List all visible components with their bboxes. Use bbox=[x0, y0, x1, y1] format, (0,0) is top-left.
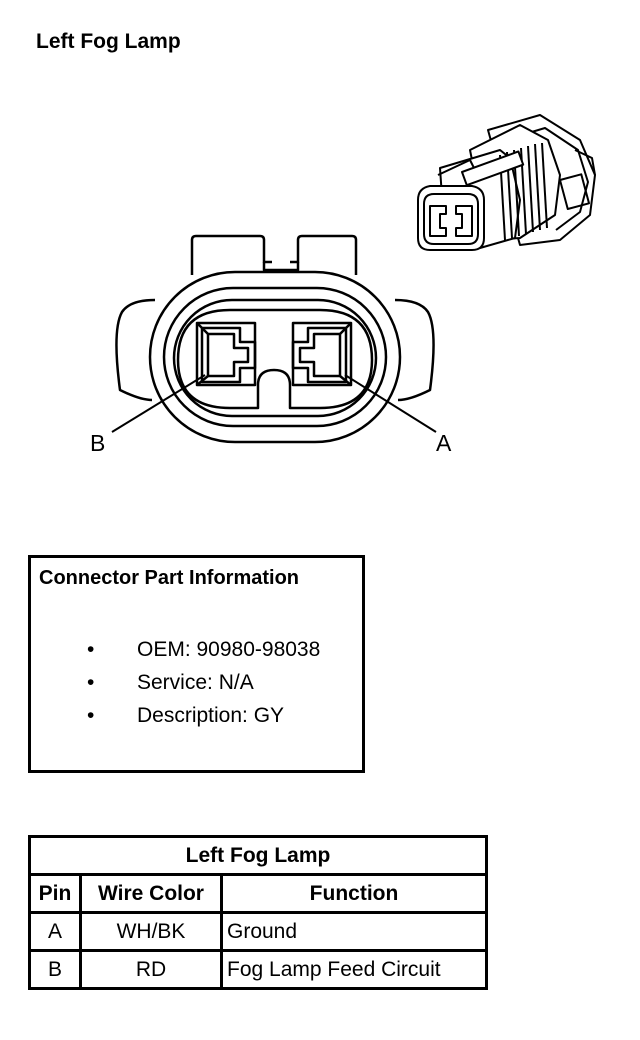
connector-cavity bbox=[176, 308, 374, 410]
cell-pin: B bbox=[28, 949, 82, 990]
pin-function-table: Left Fog Lamp Pin Wire Color Function A … bbox=[28, 835, 488, 990]
info-item-text: Service: N/A bbox=[137, 671, 254, 694]
latch-tab-left bbox=[190, 234, 272, 275]
table-caption-row: Left Fog Lamp bbox=[28, 835, 488, 876]
table-row: A WH/BK Ground bbox=[28, 911, 488, 952]
connector-info-heading: Connector Part Information bbox=[39, 567, 300, 589]
bullet-icon: • bbox=[87, 704, 95, 727]
pin-label-b: B bbox=[90, 430, 106, 456]
header-pin: Pin bbox=[28, 873, 82, 914]
cell-wire-color: RD bbox=[79, 949, 223, 990]
cell-function: Ground bbox=[220, 911, 488, 952]
side-ear-right bbox=[394, 298, 435, 402]
info-item-text: OEM: 90980-98038 bbox=[137, 638, 321, 661]
cell-pin: A bbox=[28, 911, 82, 952]
cell-wire-color: WH/BK bbox=[79, 911, 223, 952]
connector-3d-view bbox=[417, 114, 596, 251]
terminal-a bbox=[291, 321, 353, 387]
connector-diagram bbox=[111, 114, 596, 444]
table-header-row: Pin Wire Color Function bbox=[28, 873, 488, 914]
latch-tab-right bbox=[290, 234, 358, 275]
terminal-b bbox=[195, 321, 257, 387]
info-item-text: Description: GY bbox=[137, 704, 285, 727]
side-ear-left bbox=[115, 298, 156, 402]
housing-outer bbox=[148, 270, 402, 444]
page-title: Left Fog Lamp bbox=[36, 30, 181, 53]
header-wire-color: Wire Color bbox=[79, 873, 223, 914]
cell-function: Fog Lamp Feed Circuit bbox=[220, 949, 488, 990]
table-row: B RD Fog Lamp Feed Circuit bbox=[28, 949, 488, 990]
connector-info-box: Connector Part Information • OEM: 90980-… bbox=[28, 555, 365, 773]
bullet-icon: • bbox=[87, 638, 95, 661]
table-caption: Left Fog Lamp bbox=[28, 835, 488, 876]
leader-line-b bbox=[111, 374, 206, 433]
pin-label-a: A bbox=[436, 430, 452, 456]
leader-line-a bbox=[344, 374, 437, 433]
bullet-icon: • bbox=[87, 671, 95, 694]
header-function: Function bbox=[220, 873, 488, 914]
